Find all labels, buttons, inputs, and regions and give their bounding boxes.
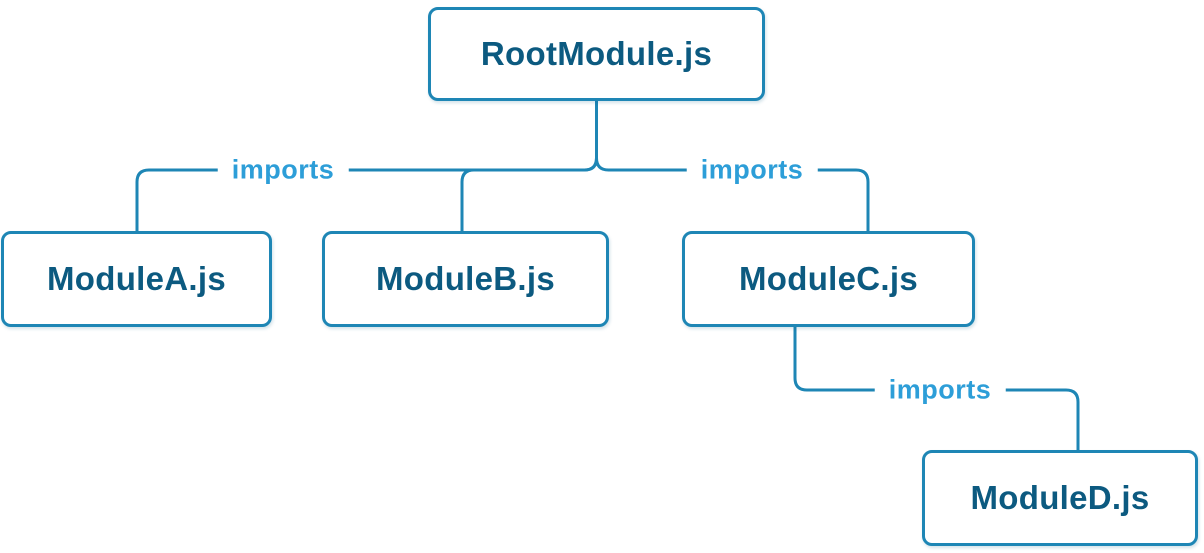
node-rootmodule: RootModule.js <box>428 7 765 101</box>
edge-root-to-modulea <box>135 101 598 231</box>
node-moduled-label: ModuleD.js <box>970 479 1150 516</box>
node-moduleb: ModuleB.js <box>322 231 609 327</box>
node-modulec-label: ModuleC.js <box>738 260 918 297</box>
node-moduled: ModuleD.js <box>922 450 1198 546</box>
node-rootmodule-label: RootModule.js <box>480 35 713 72</box>
node-moduleb-label: ModuleB.js <box>375 260 555 297</box>
edge-label-imports-moduled: imports <box>874 374 1006 406</box>
node-modulec: ModuleC.js <box>682 231 975 327</box>
edge-label-imports-modulea: imports <box>217 154 349 186</box>
node-modulea: ModuleA.js <box>1 231 272 327</box>
edge-label-imports-modulec: imports <box>686 154 818 186</box>
edge-root-to-moduleb <box>460 101 598 231</box>
node-modulea-label: ModuleA.js <box>46 260 226 297</box>
